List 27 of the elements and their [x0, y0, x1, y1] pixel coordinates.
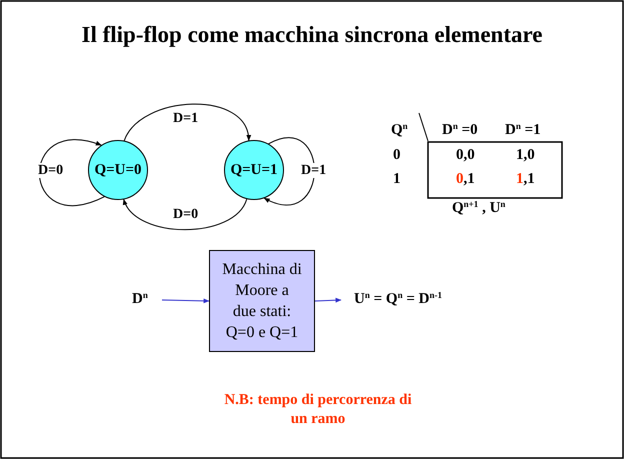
signal-label: U$^{n}$ = Q$^{n}$ = D$^{n-1}$: [354, 291, 442, 309]
row-header: Q$^{n}$: [391, 122, 408, 139]
state-label: Q=U=0: [94, 162, 142, 178]
arrow: [123, 198, 248, 230]
arrow: [162, 298, 210, 304]
row-header: 0: [393, 147, 400, 164]
process-box: [209, 250, 315, 352]
table-value: 0,0: [456, 147, 475, 164]
process-text: Macchina di Moore a due stati: Q=0 e Q=1: [222, 260, 302, 343]
note-text: N.B: tempo di percorrenza di un ramo: [223, 391, 413, 429]
column-header: D$^{n}$ =1: [505, 122, 541, 139]
slide-title: Il flip-flop come macchina sincrona elementare: [80, 22, 544, 48]
signal-label: D$^{n}$: [132, 291, 148, 309]
table-value: 0,1: [456, 171, 475, 188]
edge-label: D=1: [300, 163, 328, 178]
row-header: 1: [393, 171, 400, 188]
table-caption: Q$^{n+1}$ , U$^{n}$: [452, 200, 506, 217]
arrow: [124, 104, 250, 142]
arrow: [314, 298, 342, 303]
column-header: D$^{n}$ =0: [442, 122, 478, 139]
arrow: [38, 140, 105, 206]
table-value: 1,1: [516, 171, 535, 188]
state-circle: [88, 140, 148, 200]
state-label: Q=U=1: [230, 162, 278, 178]
arrow: [264, 138, 315, 206]
edge-label: D=0: [37, 163, 64, 178]
table-value: 1,0: [516, 147, 535, 164]
